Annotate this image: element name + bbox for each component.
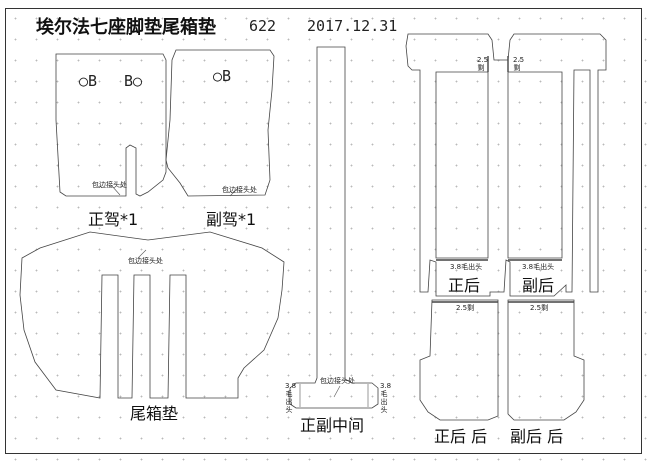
rear-rear-left-outline — [419, 299, 499, 421]
rear-rear-left-mat-label: 正后 后 — [434, 427, 488, 446]
rear-row-inner-left — [435, 71, 489, 259]
rear-rear-right-outline — [507, 299, 585, 421]
driver-edge-note: 包边接头处 — [92, 181, 127, 189]
driver-mark-b-right: B○ — [124, 72, 143, 90]
driver-mark-b-left: ○B — [79, 72, 98, 90]
driver-mat-label: 正驾*1 — [88, 210, 139, 229]
middle-strip-label: 正副中间 — [300, 416, 365, 435]
passenger-mat-label: 副驾*1 — [206, 210, 257, 229]
passenger-mark-b: ○B — [213, 67, 232, 85]
passenger-edge-note: 包边接头处 — [222, 186, 257, 194]
drawing-frame — [5, 8, 642, 454]
passenger-leader-line — [229, 187, 239, 197]
rear-row-inner-right — [507, 71, 563, 259]
rear-rear-right-mat-label: 副后 后 — [510, 427, 564, 446]
passenger-mat-outline — [165, 49, 275, 197]
middle-leader-line — [333, 385, 341, 398]
drawing-date: 2017.12.31 — [307, 17, 398, 35]
rear-right-mat-label: 副后 — [522, 276, 555, 295]
rear-right-top-note: 2.5剩 — [513, 56, 525, 72]
rear-left-top-note: 2.5剩 — [477, 56, 489, 72]
middle-edge-note: 包边接头处 — [320, 377, 355, 385]
rear-left-bottom-note: 3.8毛出头 — [450, 263, 483, 271]
trunk-leader-line — [137, 249, 147, 259]
page-title: 埃尔法七座脚垫尾箱垫 — [36, 17, 216, 38]
rear-rear-left-top-note: 2.5剩 — [456, 304, 475, 312]
rear-right-bottom-note: 3.8毛出头 — [522, 263, 555, 271]
trunk-edge-note: 包边接头处 — [128, 257, 163, 265]
trunk-mat-label: 尾箱垫 — [130, 404, 179, 423]
middle-left-note: 3.8毛出头 — [285, 382, 297, 414]
model-code: 622 — [249, 17, 277, 35]
middle-strip-outline — [289, 46, 379, 409]
rear-row-outline — [405, 33, 607, 297]
rear-rear-right-top-note: 2.5剩 — [530, 304, 549, 312]
middle-right-note: 3.8毛出头 — [380, 382, 392, 414]
driver-mat-outline — [55, 53, 167, 197]
rear-left-mat-label: 正后 — [448, 276, 481, 295]
driver-leader-line — [111, 185, 121, 196]
trunk-mat-outline — [19, 231, 285, 399]
